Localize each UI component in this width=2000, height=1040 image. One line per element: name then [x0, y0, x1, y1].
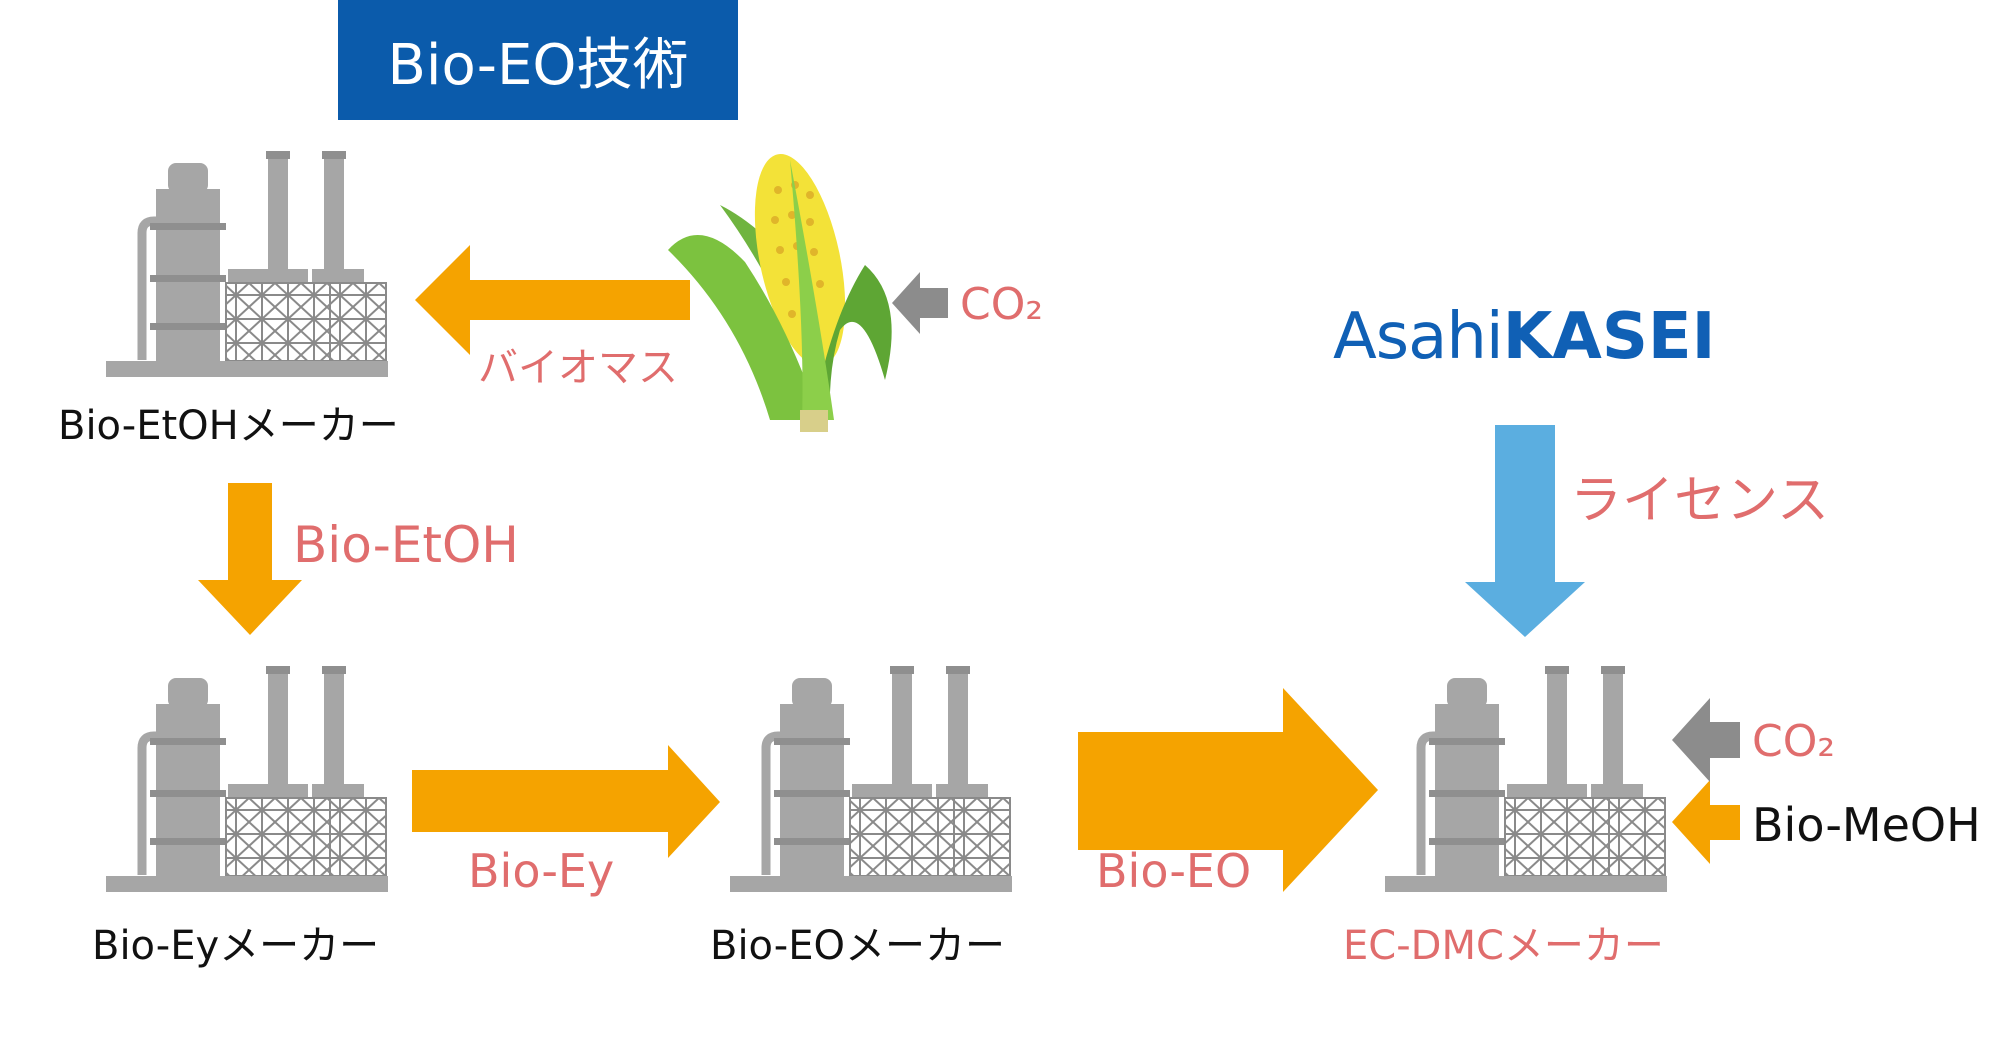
- license-label: ライセンス: [1570, 471, 1829, 531]
- license-arrow: [1465, 425, 1585, 637]
- co2-arrow-top: [892, 272, 948, 334]
- co2-label-top: CO₂: [960, 279, 1043, 330]
- co2-arrow-right: [1672, 698, 1740, 782]
- biomass-label: バイオマス: [478, 345, 678, 391]
- plant-label-bio-etoh: Bio-EtOHメーカー: [58, 403, 399, 449]
- corn-icon: [668, 154, 892, 432]
- biomass-arrow: [415, 245, 690, 355]
- plant-label-bio-eo: Bio-EOメーカー: [710, 923, 1005, 969]
- bio-etoh-label: Bio-EtOH: [293, 516, 519, 574]
- bio-eo-arrow: [1078, 688, 1378, 892]
- bio-eo-label: Bio-EO: [1096, 844, 1252, 898]
- bio-meoh-arrow: [1672, 780, 1740, 864]
- bio-ey-arrow: [412, 745, 720, 858]
- factory-icon: [106, 151, 388, 377]
- plant-label-bio-ey: Bio-Eyメーカー: [92, 923, 380, 969]
- bio-etoh-arrow: [198, 483, 302, 635]
- asahi-kasei-logo: AsahiKASEI: [1333, 300, 1716, 374]
- factory-icon: [106, 666, 388, 892]
- page-title: Bio-EO技術: [338, 0, 738, 120]
- plant-label-ec-dmc: EC-DMCメーカー: [1343, 923, 1664, 969]
- bio-meoh-label: Bio-MeOH: [1752, 798, 1981, 852]
- factory-icon: [1385, 666, 1667, 892]
- factory-icon: [730, 666, 1012, 892]
- co2-label-right: CO₂: [1752, 716, 1835, 767]
- bio-ey-label: Bio-Ey: [468, 844, 615, 898]
